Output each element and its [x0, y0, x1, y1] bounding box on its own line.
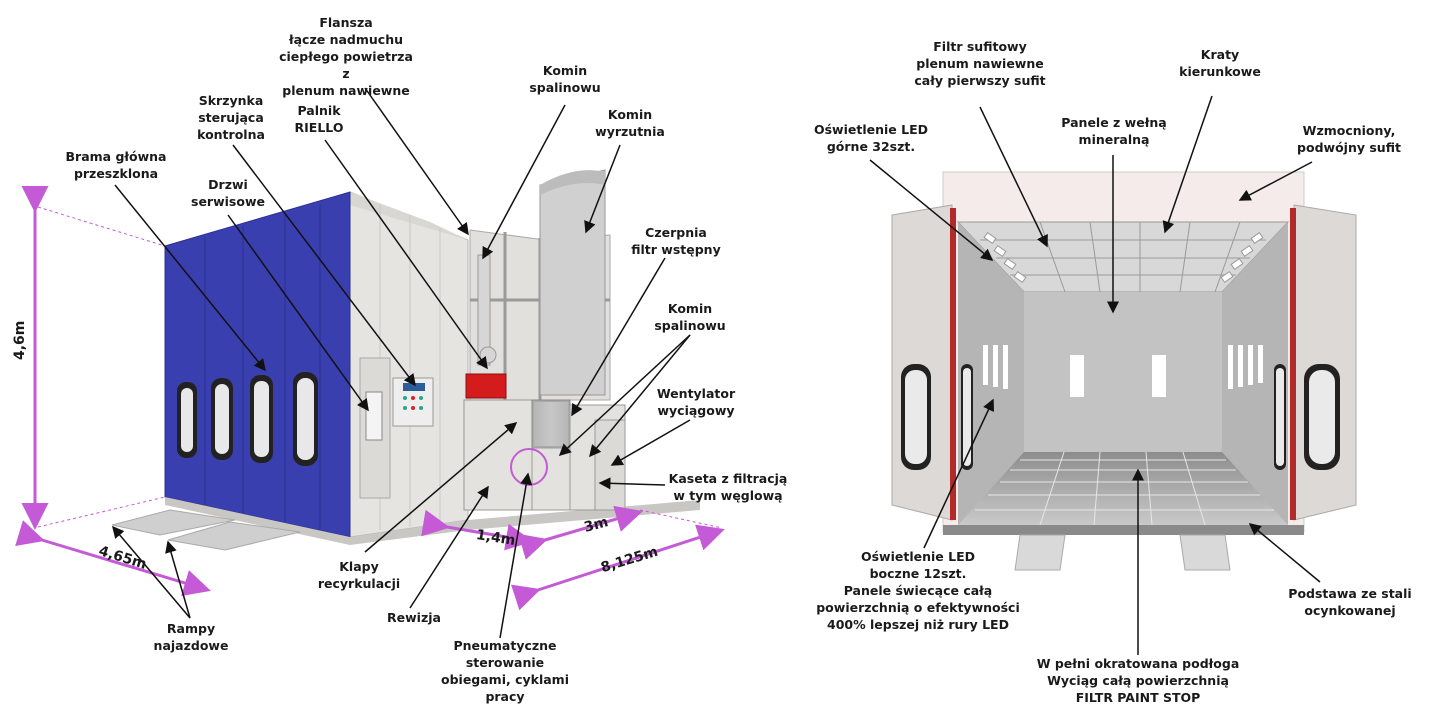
dimension-height: 4,6m [12, 320, 28, 360]
label-brama: Brama główna przeszklona [65, 149, 167, 181]
label-palnik: Palnik RIELLO [294, 103, 344, 135]
label-rewizja: Rewizja [387, 610, 441, 625]
left-leader-lines [112, 87, 691, 639]
label-kraty: Kraty kierunkowe [1179, 47, 1261, 79]
label-klapy: Klapy recyrkulacji [317, 559, 401, 591]
label-komin-spalinowu-mid: Komin spalinowu [654, 301, 726, 333]
label-pneumatyczne: Pneumatyczne sterowanie obiegami, cyklam… [441, 638, 569, 704]
label-komin-wyrzutnia: Komin wyrzutnia [595, 107, 665, 139]
label-skrzynka: Skrzynka sterująca kontrolna [197, 93, 265, 142]
label-wzmocniony: Wzmocniony, podwójny sufit [1297, 123, 1401, 155]
dimension-lines [15, 186, 725, 611]
right-leader-lines [869, 95, 1321, 655]
label-rampy: Rampy najazdowe [153, 621, 229, 653]
label-komin-spalinowu-top: Komin spalinowu [529, 63, 601, 95]
label-panele-welna: Panele z wełną mineralną [1061, 115, 1167, 147]
label-podstawa: Podstawa ze stali ocynkowanej [1288, 586, 1412, 618]
label-kaseta: Kaseta z filtracją w tym węglową [668, 471, 788, 503]
label-czerpnia: Czerpnia filtr wstępny [631, 225, 721, 257]
label-podloga: W pełni okratowana podłoga Wyciąg całą p… [1036, 656, 1240, 705]
label-oswietlenie-boczne: Oświetlenie LED boczne 12szt. Panele świ… [816, 549, 1020, 632]
label-filtr-sufitowy: Filtr sufitowy plenum nawiewne cały pier… [914, 39, 1046, 88]
interior-booth [891, 171, 1357, 571]
label-flansza: Flansza łącze nadmuchu ciepłego powietrz… [279, 15, 413, 98]
label-drzwi: Drzwi serwisowe [191, 177, 265, 209]
label-oswietlenie-gorne: Oświetlenie LED górne 32szt. [813, 122, 928, 154]
exterior-booth [111, 169, 700, 551]
label-wentylator: Wentylator wyciągowy [656, 386, 736, 418]
